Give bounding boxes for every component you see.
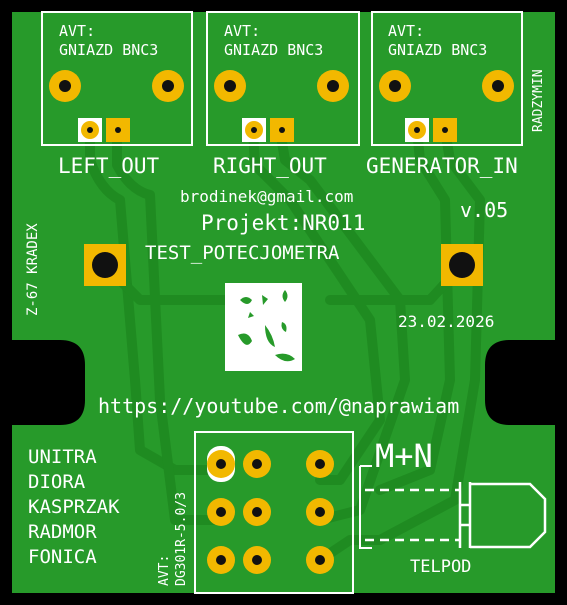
brand-item: KASPRZAK (28, 496, 120, 518)
connector-right-type: GNIAZD BNC3 (224, 41, 324, 59)
header-part-label: DG301R-5.0/3 (174, 492, 189, 586)
connector-left-avt: AVT: (59, 22, 96, 40)
connector-left-type: GNIAZD BNC3 (59, 41, 159, 59)
email-text: brodinek@gmail.com (180, 187, 354, 206)
connector-gen-avt: AVT: (388, 22, 425, 40)
version-text: v.05 (460, 198, 509, 222)
connector-outlines (41, 11, 523, 146)
pot-label: M+N (375, 437, 433, 475)
bnc-pads (49, 70, 514, 102)
brand-item: RADMOR (28, 521, 97, 543)
mounting-pads (84, 244, 483, 286)
header-outline (194, 431, 354, 594)
label-kradex: Z-67 KRADEX (25, 223, 41, 316)
brand-item: UNITRA (28, 446, 97, 468)
label-radzymin: RADZYMIN (531, 69, 546, 132)
small-pads (78, 118, 457, 142)
label-right-out: RIGHT_OUT (213, 154, 327, 178)
url-text: https://youtube.com/@naprawiam (98, 394, 460, 418)
header-pads (207, 446, 334, 574)
connector-gen-type: GNIAZD BNC3 (388, 41, 488, 59)
test-text: TEST_POTECJOMETRA (145, 242, 340, 264)
date-text: 23.02.2026 (398, 312, 495, 331)
header-avt-label: AVT: (157, 554, 172, 586)
brand-item: FONICA (28, 546, 97, 568)
potentiometer-outline (359, 465, 547, 549)
label-generator-in: GENERATOR_IN (366, 154, 518, 178)
label-left-out: LEFT_OUT (58, 154, 160, 178)
project-text: Projekt:NR011 (201, 211, 366, 235)
brand-item: DIORA (28, 471, 86, 493)
logo-graphic (225, 283, 302, 371)
connector-right-avt: AVT: (224, 22, 261, 40)
pot-maker: TELPOD (410, 557, 472, 577)
